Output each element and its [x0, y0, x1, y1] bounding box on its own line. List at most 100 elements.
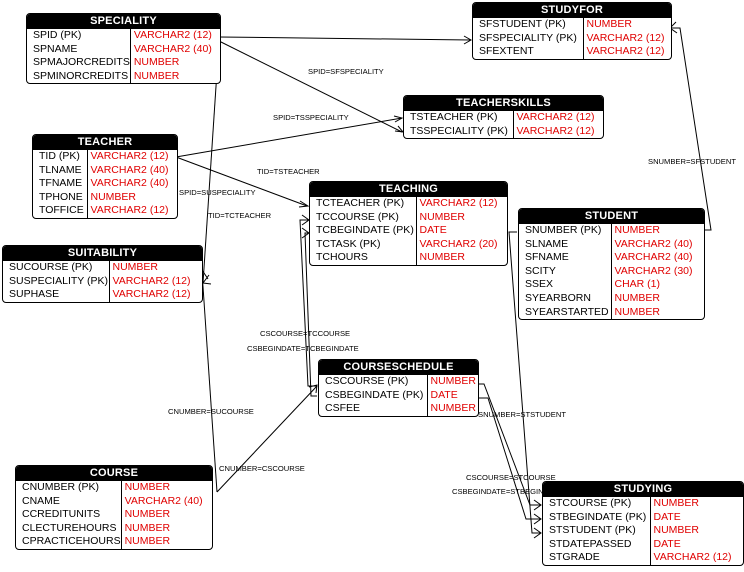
table-studying[interactable]: STUDYING STCOURSE (PK)NUMBER STBEGINDATE…	[542, 481, 744, 566]
column-type: VARCHAR2 (30)	[610, 264, 703, 279]
column-name: STDATEPASSED	[549, 537, 632, 550]
column-name: STGRADE	[549, 551, 600, 564]
rel-label-spid-tsspeciality: SPID=TSSPECIALITY	[273, 113, 349, 122]
column-name: SFSPECIALITY (PK)	[479, 31, 577, 44]
column-type: VARCHAR2 (40)	[86, 177, 176, 191]
table-title: SPECIALITY	[27, 14, 220, 29]
column-name: CSFEE	[325, 402, 361, 415]
column-name: SPMAJORCREDITS	[33, 56, 130, 69]
link-cnumber-cscourse	[216, 385, 318, 493]
rel-label-spid-suspeciality: SPID=SUSPECIALITY	[179, 188, 256, 197]
table-teacherskills[interactable]: TEACHERSKILLS TSTEACHER (PK)VARCHAR2 (12…	[403, 95, 604, 140]
column-name: TCCOURSE (PK)	[316, 210, 399, 223]
link-cscourse-tccourse	[299, 219, 317, 387]
column-row: SNUMBER (PK)NUMBER	[519, 224, 703, 238]
rel-label-tid-tsteacher: TID=TSTEACHER	[257, 167, 320, 176]
link-tid-tsteacher	[175, 117, 403, 158]
column-type: VARCHAR2 (40)	[610, 237, 703, 252]
link-spid-tsspeciality	[218, 40, 403, 133]
column-name: TFNAME	[39, 177, 83, 190]
column-row: TID (PK)VARCHAR2 (12)	[33, 150, 176, 164]
link-tid-tcteacher	[175, 156, 308, 207]
column-name: SUPHASE	[9, 288, 60, 301]
column-type: VARCHAR2 (12)	[129, 29, 220, 43]
column-type: VARCHAR2 (12)	[108, 274, 201, 289]
column-type: NUMBER	[415, 210, 506, 225]
column-row: CNUMBER (PK)NUMBER	[16, 481, 212, 495]
column-name: SYEARBORN	[525, 291, 591, 304]
column-name: SFEXTENT	[479, 45, 534, 58]
rel-label-cscourse-stcourse: CSCOURSE=STCOURSE	[466, 473, 556, 482]
table-title: COURSE	[16, 466, 212, 481]
column-type: NUMBER	[610, 291, 703, 306]
column-row: SUCOURSE (PK)NUMBER	[3, 261, 201, 275]
link-cnumber-sucourse	[201, 271, 218, 493]
column-row: SYEARBORN NUMBER	[519, 291, 703, 306]
column-name: SPNAME	[33, 42, 78, 55]
column-row: STCOURSE (PK)NUMBER	[543, 497, 742, 511]
table-teaching[interactable]: TEACHING TCTEACHER (PK)VARCHAR2 (12) TCC…	[309, 181, 508, 266]
table-title: SUITABILITY	[3, 246, 202, 261]
column-name: TLNAME	[39, 163, 82, 176]
rel-label-cnumber-cscourse: CNUMBER=CSCOURSE	[219, 464, 305, 473]
table-courseschedule[interactable]: COURSESCHEDULE CSCOURSE (PK)NUMBER CSBEG…	[318, 359, 479, 417]
column-row: SFSPECIALITY (PK) VARCHAR2 (12)	[473, 31, 670, 46]
rel-label-csbegindate-tcbegindate: CSBEGINDATE=TCBEGINDATE	[247, 344, 359, 353]
column-row: TCCOURSE (PK) NUMBER	[310, 210, 506, 225]
column-type: NUMBER	[120, 521, 212, 536]
table-title: STUDYFOR	[473, 3, 671, 18]
column-name: SPMINORCREDITS	[33, 69, 129, 82]
column-row: CSFEE NUMBER	[319, 402, 477, 416]
column-type: NUMBER	[610, 224, 703, 238]
table-studyfor[interactable]: STUDYFOR SFSTUDENT (PK)NUMBER SFSPECIALI…	[472, 2, 672, 60]
column-row: CSCOURSE (PK)NUMBER	[319, 375, 477, 389]
column-row: TSSPECIALITY (PK)VARCHAR2 (12)	[404, 124, 602, 139]
table-speciality[interactable]: SPECIALITY SPID (PK)VARCHAR2 (12) SPNAME…	[26, 13, 221, 85]
column-type: NUMBER	[610, 305, 703, 320]
column-type: NUMBER	[415, 251, 506, 265]
column-row: TCTEACHER (PK)VARCHAR2 (12)	[310, 197, 506, 211]
column-row: TCTASK (PK)VARCHAR2 (20)	[310, 237, 506, 252]
rel-label-snumber-sfstudent: SNUMBER=SFSTUDENT	[648, 157, 736, 166]
column-name: STSTUDENT (PK)	[549, 524, 636, 537]
column-name: SFSTUDENT (PK)	[479, 18, 566, 30]
column-row: SPID (PK)VARCHAR2 (12)	[27, 29, 220, 43]
column-name: TPHONE	[39, 190, 83, 203]
column-row: STBEGINDATE (PK)DATE	[543, 510, 742, 525]
rel-label-csbegindate-stbegindate: CSBEGINDATE=STBEGINDATE	[452, 487, 564, 496]
column-type: NUMBER	[108, 261, 201, 275]
column-type: VARCHAR2 (12)	[512, 111, 602, 125]
column-name: SYEARSTARTED	[525, 305, 609, 318]
column-type: VARCHAR2 (12)	[86, 204, 176, 218]
column-type: NUMBER	[120, 508, 212, 522]
column-name: SCITY	[525, 264, 556, 277]
column-name: CNAME	[22, 494, 60, 507]
column-type: VARCHAR2 (12)	[582, 31, 670, 46]
column-row: TCBEGINDATE (PK)DATE	[310, 224, 506, 238]
column-row: SCITY VARCHAR2 (30)	[519, 264, 703, 279]
link-snumber-sfstudent	[671, 27, 712, 231]
column-type: DATE	[415, 224, 506, 238]
link-snumber-ststudent	[508, 231, 540, 534]
arrow-stcourse	[533, 499, 542, 511]
column-type: NUMBER	[649, 497, 742, 511]
column-type: NUMBER	[426, 402, 477, 416]
column-type: NUMBER	[129, 69, 220, 84]
arrow-ststudent	[533, 527, 542, 539]
column-name: CNUMBER (PK)	[22, 481, 100, 493]
arrow-suspeciality	[202, 274, 212, 285]
table-suitability[interactable]: SUITABILITY SUCOURSE (PK)NUMBER SUSPECIA…	[2, 245, 203, 303]
column-type: VARCHAR2 (12)	[415, 197, 506, 211]
